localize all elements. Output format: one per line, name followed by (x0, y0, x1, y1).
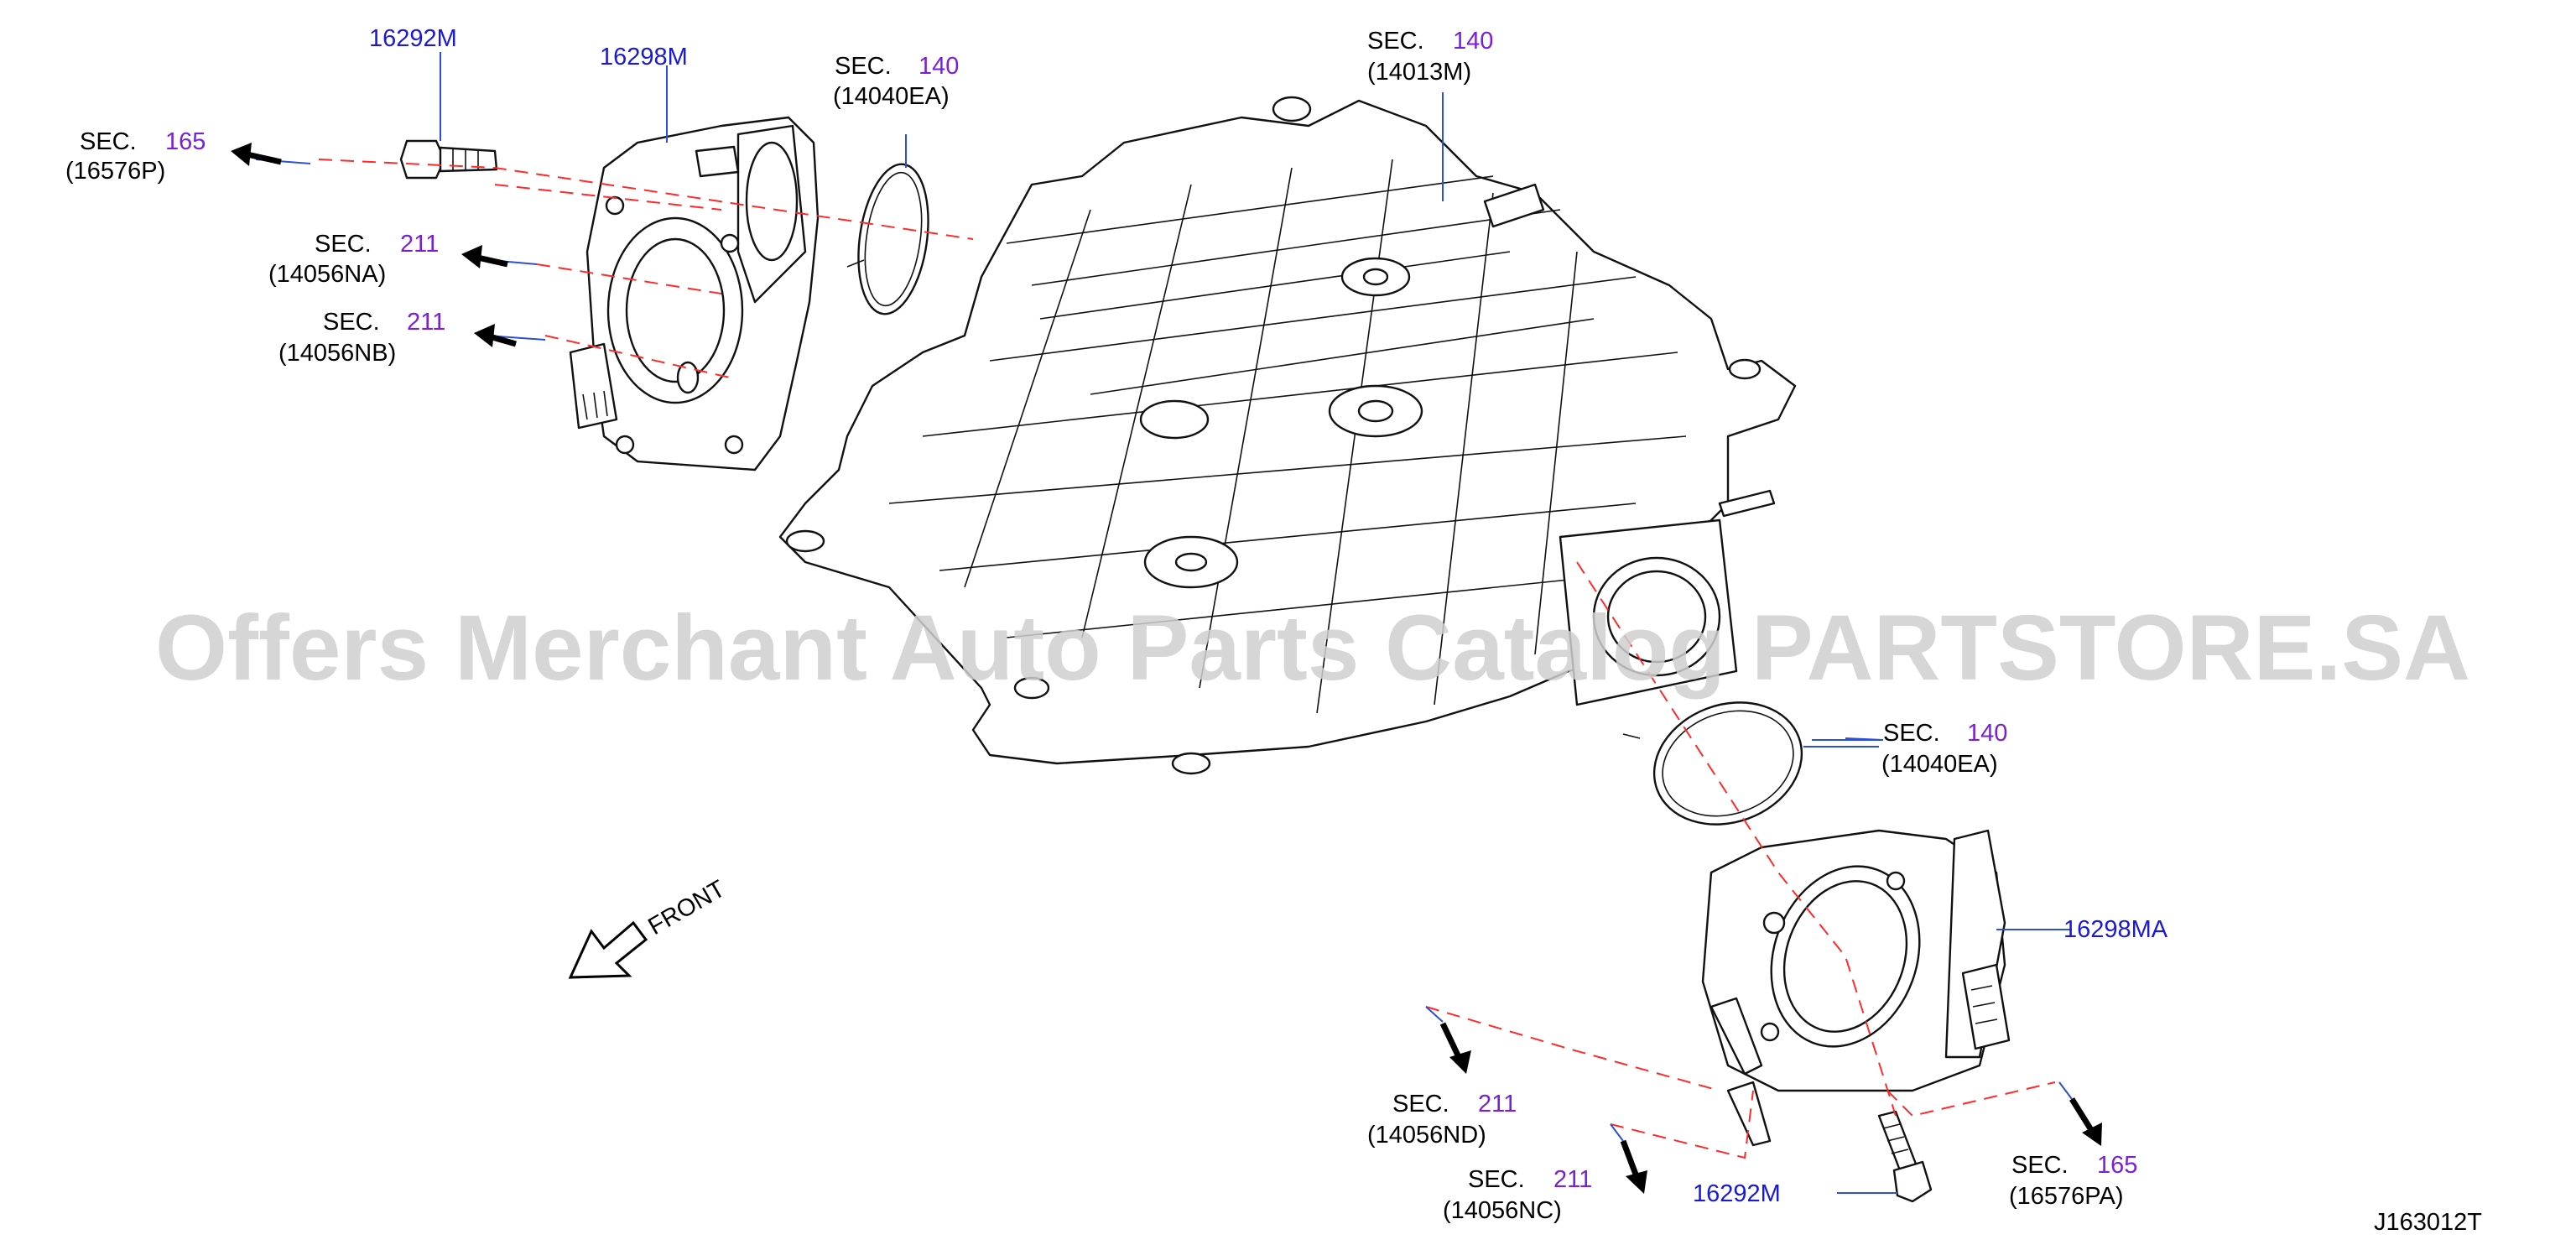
bolt-right (1877, 1110, 1933, 1203)
part-ref: (14056ND) (1367, 1122, 1486, 1149)
part-ref: (14056NB) (278, 340, 396, 367)
sec-number[interactable]: 211 (1478, 1091, 1517, 1117)
gasket-right (1622, 701, 1803, 826)
direction-arrows (231, 143, 2102, 1194)
part-number-bolt-right[interactable]: 16292M (1693, 1180, 1781, 1207)
gasket-left (846, 163, 929, 315)
bolt-left (399, 139, 498, 180)
part-ref: (14056NC) (1443, 1197, 1562, 1224)
callout-sec-211-14056nb[interactable]: SEC. 211 (14056NB) (278, 309, 445, 367)
callout-sec-140-14013m[interactable]: SEC. 140 (14013M) (1367, 28, 1493, 86)
sec-number[interactable]: 211 (400, 231, 439, 258)
sec-number[interactable]: 165 (2097, 1152, 2137, 1179)
arrow-icon (2069, 1097, 2102, 1146)
part-number-throttle-right[interactable]: 16298MA (2063, 916, 2168, 943)
watermark: Offers Merchant Auto Parts Catalog PARTS… (155, 596, 2470, 700)
part-number-bolt-left[interactable]: 16292M (369, 25, 457, 52)
sec-number[interactable]: 140 (919, 53, 959, 80)
callout-sec-140-14040ea-right[interactable]: SEC. 140 (14040EA) (1881, 720, 2007, 778)
part-ref: (14056NA) (268, 261, 386, 288)
callout-sec-211-14056nc[interactable]: SEC. 211 (14056NC) (1443, 1166, 1592, 1224)
sec-label: SEC. (1367, 28, 1424, 55)
callout-sec-165-16576p[interactable]: SEC. 165 (16576P) (65, 128, 206, 185)
arrow-icon (1439, 1022, 1471, 1074)
arrow-icon (474, 324, 517, 347)
part-ref: (14040EA) (833, 83, 950, 110)
sec-number[interactable]: 140 (1453, 28, 1493, 55)
callout-sec-211-14056nd[interactable]: SEC. 211 (14056ND) (1367, 1091, 1517, 1149)
intake-manifold (778, 96, 1797, 775)
callout-sec-165-16576pa[interactable]: SEC. 165 (16576PA) (2009, 1152, 2137, 1210)
callout-sec-211-14056na[interactable]: SEC. 211 (14056NA) (268, 231, 439, 288)
arrow-icon (1620, 1139, 1647, 1194)
part-ref: (14040EA) (1881, 751, 1998, 778)
arrow-icon (231, 143, 282, 166)
diagram-id: J163012T (2374, 1209, 2482, 1236)
front-arrow-icon (568, 920, 648, 979)
sec-label: SEC. (315, 231, 372, 258)
part-ref: (14013M) (1367, 59, 1471, 86)
sec-number[interactable]: 165 (165, 128, 206, 155)
sec-number[interactable]: 211 (1553, 1166, 1592, 1193)
sec-label: SEC. (1883, 720, 1940, 747)
assembly-lines (318, 159, 2056, 1159)
arrow-icon (461, 245, 508, 268)
part-ref: (16576PA) (2009, 1183, 2124, 1210)
sec-label: SEC. (323, 309, 380, 336)
front-label: FRONT (644, 875, 731, 940)
sec-label: SEC. (2011, 1152, 2069, 1179)
sec-number[interactable]: 211 (407, 309, 445, 336)
throttle-body-left (569, 116, 820, 471)
sec-label: SEC. (1392, 1091, 1449, 1117)
callout-sec-140-14040ea-top[interactable]: SEC. 140 (14040EA) (833, 53, 959, 110)
sec-label: SEC. (1468, 1166, 1525, 1193)
part-ref: (16576P) (65, 158, 165, 185)
sec-label: SEC. (80, 128, 137, 155)
sec-number[interactable]: 140 (1967, 720, 2007, 747)
front-indicator: FRONT (568, 875, 731, 979)
sec-label: SEC. (835, 53, 892, 80)
part-number-throttle-left[interactable]: 16298M (600, 44, 688, 70)
